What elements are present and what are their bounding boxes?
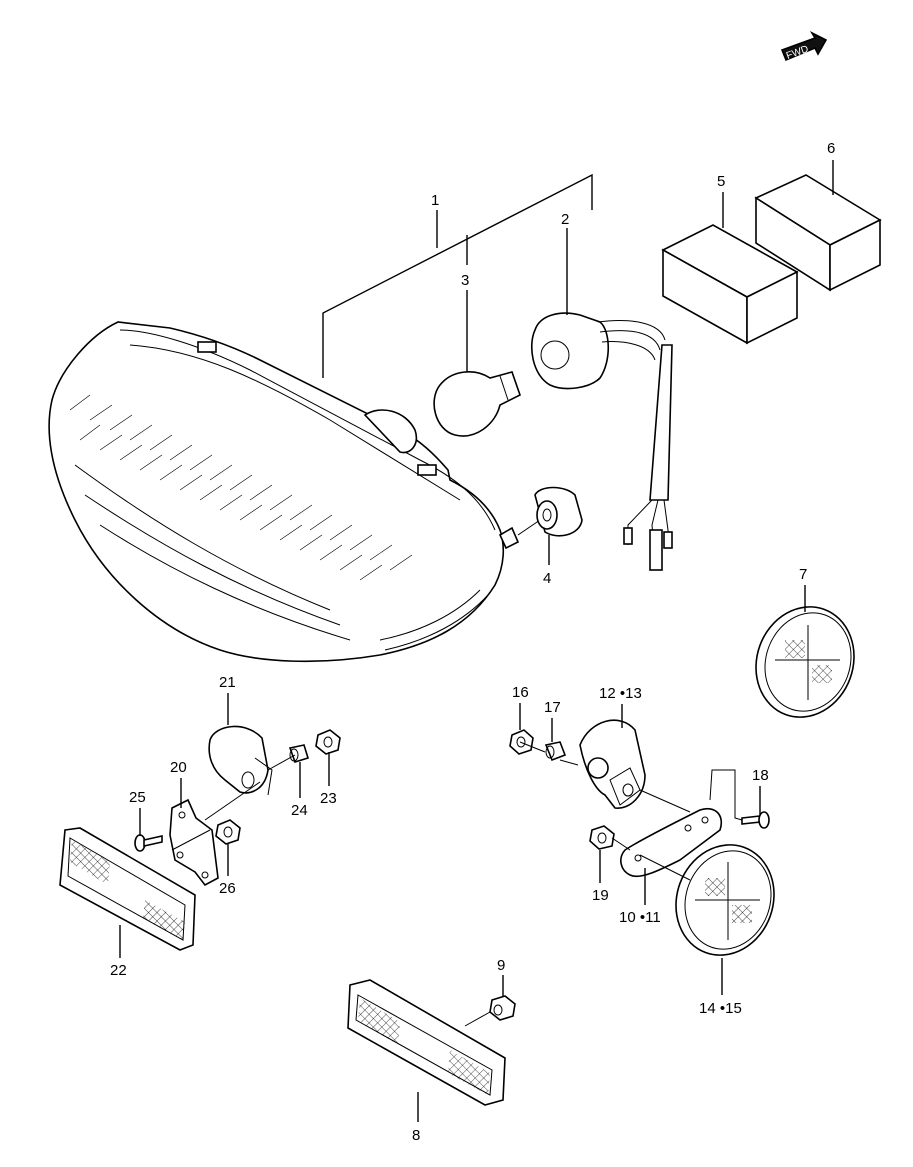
bulb-socket-with-harness <box>530 312 673 571</box>
callout-6: 6 <box>827 140 835 157</box>
bracket-plate <box>620 808 722 878</box>
callout-12-13: 12 •13 <box>599 685 642 702</box>
callout-17: 17 <box>544 699 561 716</box>
callout-26: 26 <box>219 880 236 897</box>
nut-9 <box>489 995 516 1021</box>
bulb <box>433 371 521 437</box>
callout-2: 2 <box>561 211 569 228</box>
screw-18 <box>741 811 770 829</box>
round-reflector-14-15 <box>675 844 775 956</box>
fwd-label: FWD <box>785 44 810 62</box>
pad-6 <box>754 174 882 292</box>
mount-21 <box>208 725 273 796</box>
callout-18: 18 <box>752 767 769 784</box>
callout-19: 19 <box>592 887 609 904</box>
grommet <box>534 486 583 537</box>
nut-26 <box>215 819 241 845</box>
pad-5 <box>661 224 799 345</box>
callout-7: 7 <box>799 566 807 583</box>
callout-16: 16 <box>512 684 529 701</box>
nut-16 <box>509 729 534 755</box>
callout-4: 4 <box>543 570 551 587</box>
tail-lamp-housing <box>48 321 541 663</box>
collar-24 <box>288 744 309 763</box>
callout-21: 21 <box>219 674 236 691</box>
round-reflector-7 <box>755 606 855 718</box>
callout-8: 8 <box>412 1127 420 1144</box>
callout-3: 3 <box>461 272 469 289</box>
rect-reflector-22 <box>59 827 196 951</box>
callout-5: 5 <box>717 173 725 190</box>
callout-10-11: 10 •11 <box>619 909 661 926</box>
collar-17 <box>544 741 567 762</box>
callout-25: 25 <box>129 789 146 806</box>
rect-reflector-8 <box>347 979 506 1106</box>
callout-labels: 1 2 3 4 5 6 7 8 9 10 •11 12 •13 14 •15 1… <box>110 140 835 1144</box>
callout-14-15: 14 •15 <box>699 1000 742 1017</box>
lens-texture <box>69 394 413 581</box>
callout-24: 24 <box>291 802 308 819</box>
bracket-20 <box>169 798 219 887</box>
callout-23: 23 <box>320 790 337 807</box>
callout-9: 9 <box>497 957 505 974</box>
callout-1: 1 <box>431 192 439 209</box>
screw-25 <box>134 834 163 852</box>
leader-lines <box>119 160 834 1122</box>
fwd-arrow-icon: FWD <box>780 31 828 62</box>
nut-23 <box>315 729 341 755</box>
callout-20: 20 <box>170 759 187 776</box>
callout-22: 22 <box>110 962 127 979</box>
nut-19 <box>589 825 615 850</box>
mount-12-13 <box>579 719 646 809</box>
